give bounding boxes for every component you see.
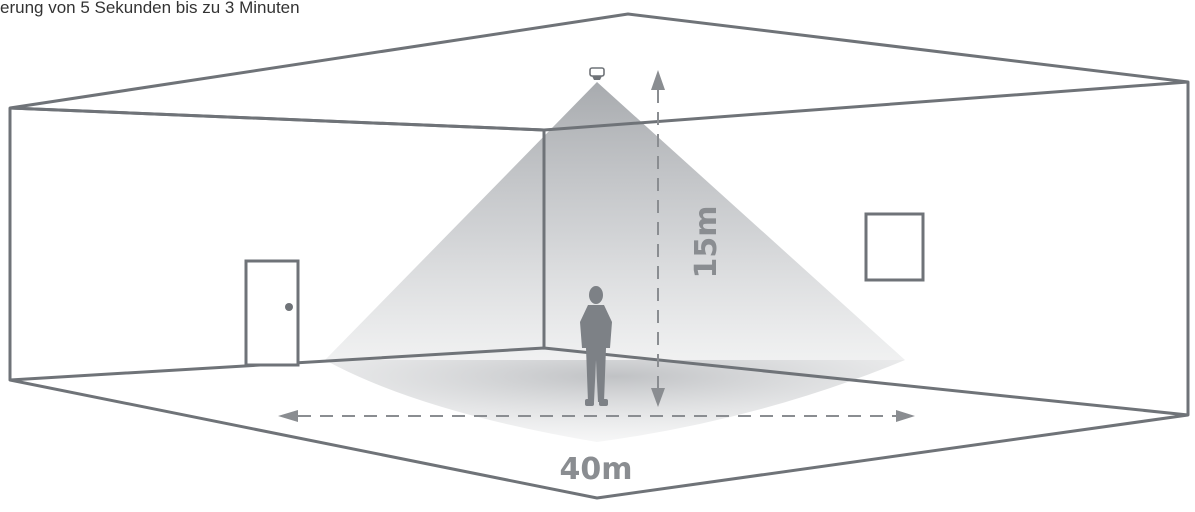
width-label: 40m	[559, 452, 632, 487]
window-icon	[864, 212, 925, 282]
width-dimension-arrow	[278, 410, 915, 422]
motion-sensor-icon	[589, 67, 605, 80]
height-dimension-arrow	[651, 70, 665, 407]
detection-floor-area	[325, 360, 905, 442]
room-outline	[8, 12, 1190, 500]
person-icon	[580, 286, 612, 406]
caption-text: erung von 5 Sekunden bis zu 3 Minuten	[0, 0, 300, 17]
height-label: 15m	[689, 205, 724, 278]
detection-cone	[325, 82, 905, 360]
door-icon	[244, 259, 300, 367]
floor-outline	[8, 346, 1190, 500]
left-wall-top-edge	[9, 106, 545, 132]
